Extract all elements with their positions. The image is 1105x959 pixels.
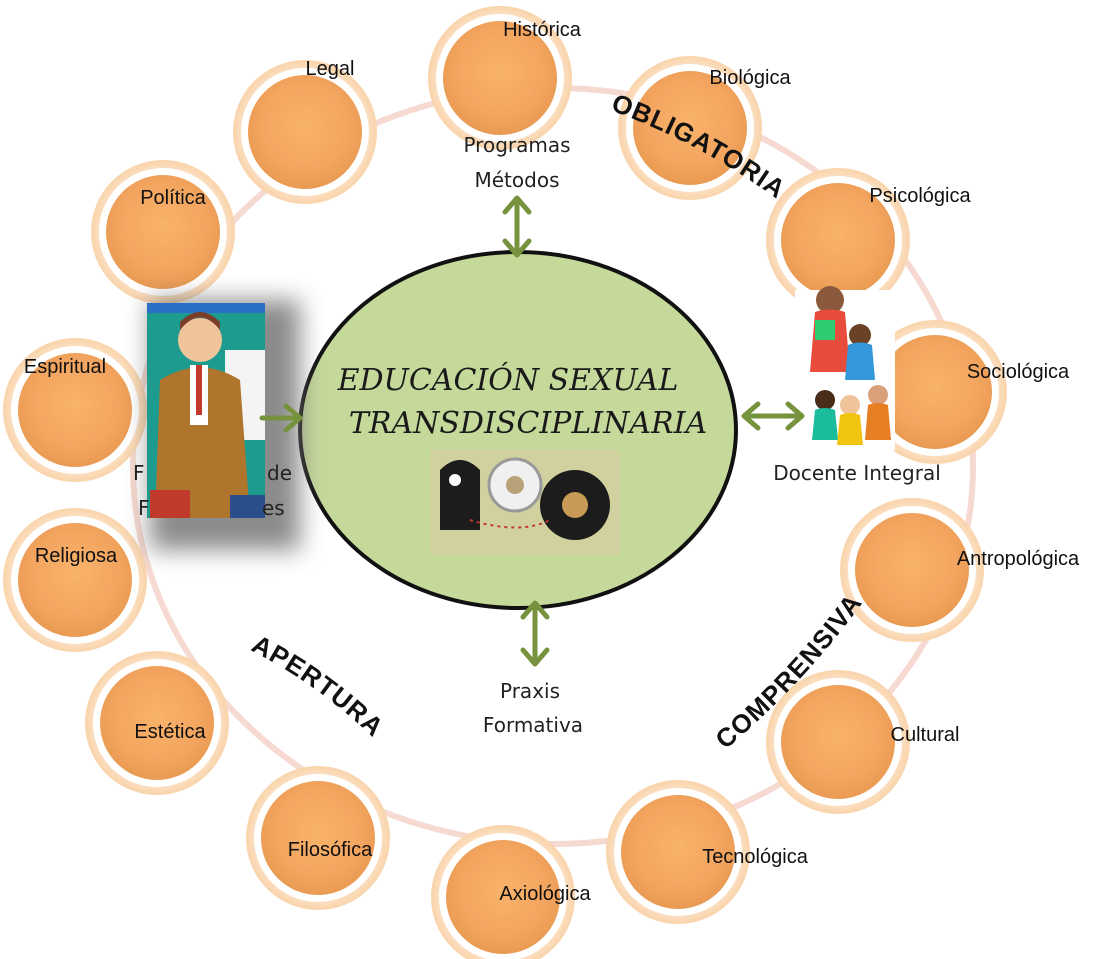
ring-node	[91, 160, 235, 304]
apertura-text: APERTURA	[247, 629, 389, 743]
arrow-bottom	[520, 600, 550, 667]
ring-node-label: Histórica	[503, 19, 582, 41]
left-axis-line2-start: F	[138, 496, 150, 520]
ring-nodes	[3, 6, 1007, 959]
ring-node-label: Sociológica	[967, 361, 1070, 383]
gears-icon	[430, 450, 620, 555]
ring-node-label: Psicológica	[869, 185, 971, 207]
ring-node	[3, 338, 147, 482]
arrow-top	[502, 195, 532, 258]
ring-node-label: Religiosa	[35, 545, 118, 567]
ring-node	[431, 825, 575, 959]
ring-node-core	[248, 75, 362, 189]
ring-node	[246, 766, 390, 910]
ring-node	[863, 320, 1007, 464]
ring-node-label: Filosófica	[288, 839, 373, 861]
ring-node-core	[443, 21, 557, 135]
ring-node-label: Cultural	[891, 724, 960, 746]
ring-node-label: Espiritual	[24, 356, 106, 378]
ring-node-core	[855, 513, 969, 627]
ring-node	[233, 60, 377, 204]
ring-node-core	[446, 840, 560, 954]
right-axis-label: Docente Integral	[773, 461, 941, 485]
ring-node-core	[633, 71, 747, 185]
ring-node	[618, 56, 762, 200]
left-axis-line2-end: es	[262, 496, 285, 520]
ring-node	[606, 780, 750, 924]
bottom-axis-line1: Praxis	[500, 679, 560, 703]
arrow-right	[741, 401, 805, 431]
ring-labels: HistóricaBiológicaPsicológicaSociológica…	[24, 19, 1080, 905]
ring-node	[85, 651, 229, 795]
ring-node-label: Tecnológica	[702, 846, 809, 868]
ring-node-core	[106, 175, 220, 289]
left-axis-line1-start: F	[133, 461, 145, 485]
arrow-left	[259, 403, 303, 433]
ring-node-core	[261, 781, 375, 895]
ring-node-core	[621, 795, 735, 909]
left-teacher-photo	[147, 300, 300, 550]
ring-node	[766, 168, 910, 312]
ring-node-core	[781, 685, 895, 799]
right-children-photo	[795, 286, 895, 450]
left-axis-line1-end: de	[267, 461, 292, 485]
ring-node-label: Estética	[134, 721, 206, 743]
ring-node	[840, 498, 984, 642]
ring-node	[428, 6, 572, 150]
center-title-line1: EDUCACIÓN SEXUAL	[337, 362, 679, 398]
curved-word-apertura: APERTURA	[247, 629, 390, 743]
ring-node-core	[18, 353, 132, 467]
ring-node	[3, 508, 147, 652]
top-axis-line2: Métodos	[475, 168, 560, 192]
ring-node-core	[18, 523, 132, 637]
ring-node-label: Legal	[306, 58, 355, 80]
ring-node-core	[781, 183, 895, 297]
top-axis-line1: Programas	[463, 133, 570, 157]
ring-node-core	[100, 666, 214, 780]
ring-node-label: Antropológica	[957, 548, 1080, 570]
ring-node-label: Axiológica	[499, 883, 591, 905]
center-title-line2: TRANSDISCIPLINARIA	[349, 406, 707, 441]
ring-node-label: Política	[140, 187, 206, 209]
bottom-axis-line2: Formativa	[483, 713, 583, 737]
ring-node-core	[878, 335, 992, 449]
ring-node-label: Biológica	[709, 67, 791, 89]
ring-node	[766, 670, 910, 814]
